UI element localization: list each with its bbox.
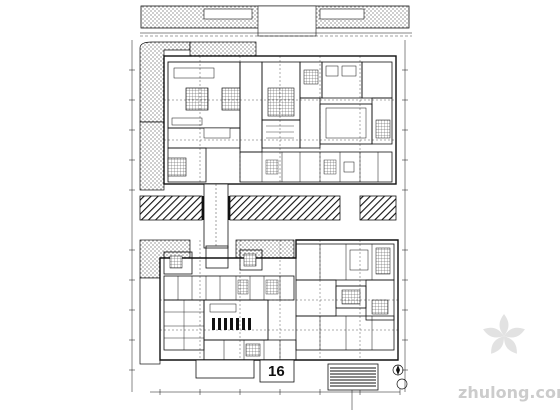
central-corridor — [203, 183, 229, 249]
watermark-text: zhulong.com — [458, 383, 560, 402]
dimension-lines — [129, 40, 408, 395]
watermark-logo-icon — [483, 314, 525, 354]
hatched-road-band — [139, 195, 397, 221]
bottom-striped-block — [327, 363, 379, 410]
compass-icon — [392, 364, 408, 390]
upper-building — [139, 41, 397, 191]
lower-building — [139, 239, 399, 383]
room-number-label: 16 — [268, 363, 285, 380]
top-site-strip — [140, 5, 412, 37]
